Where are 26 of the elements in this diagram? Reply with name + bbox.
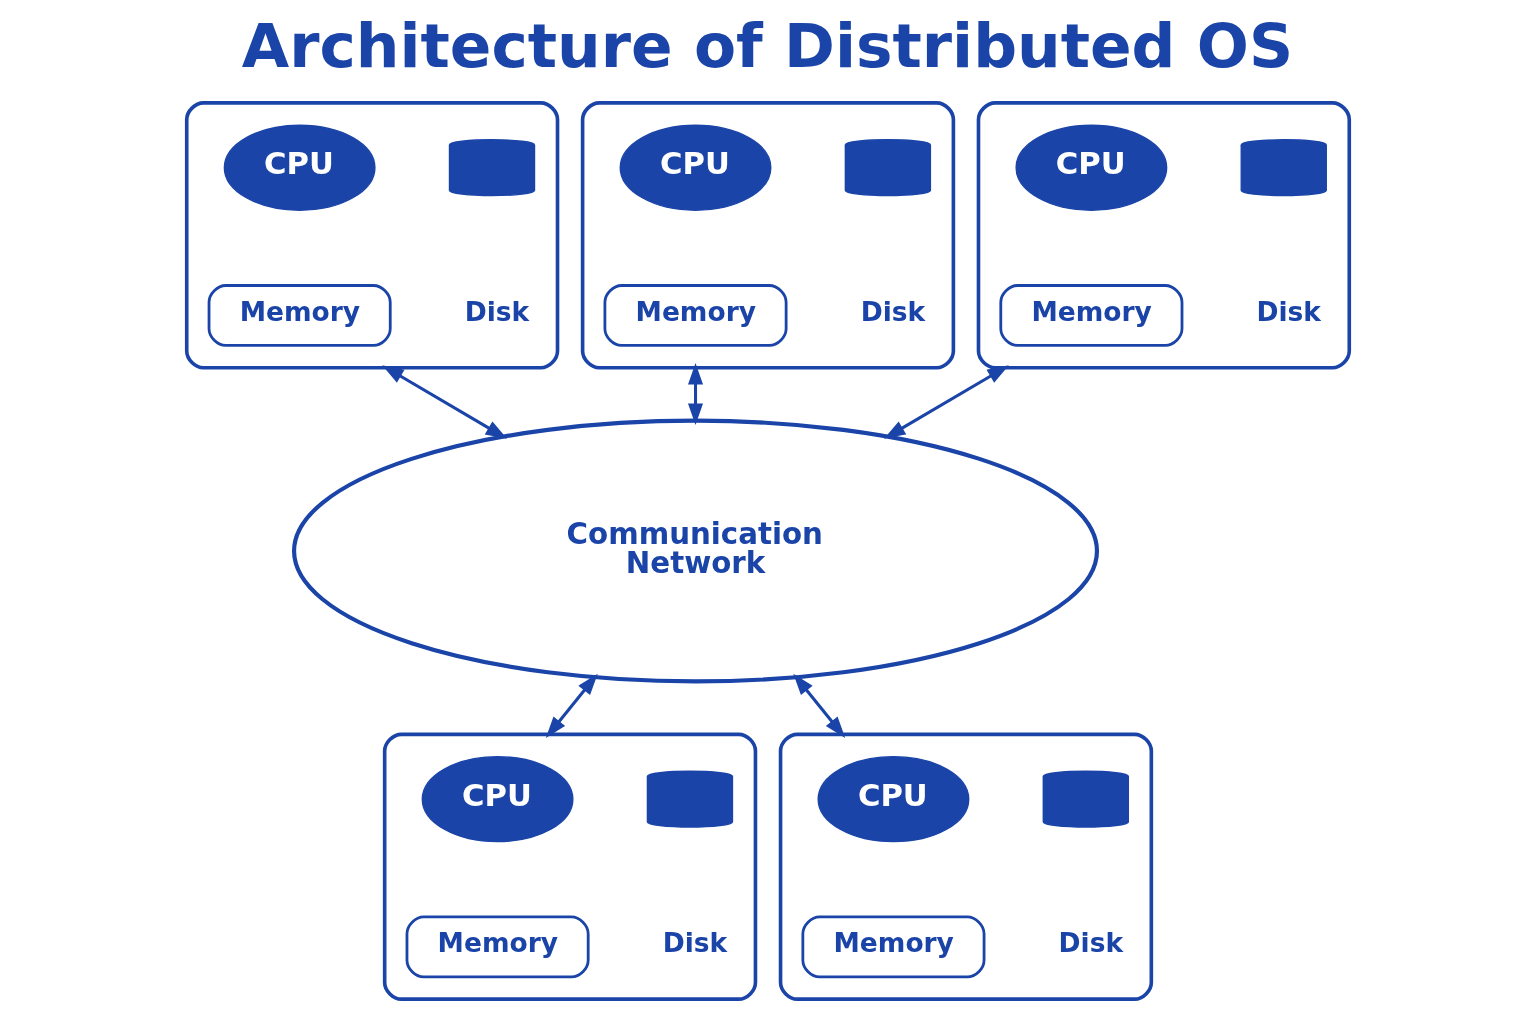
arrow xyxy=(793,673,846,738)
cluster xyxy=(184,101,560,370)
node-label: Disk xyxy=(860,295,926,327)
node-label: Disk xyxy=(662,927,728,959)
node-label: Disk xyxy=(464,295,530,327)
arrow xyxy=(382,365,508,439)
node-box: Memory xyxy=(801,915,986,979)
node-box: Memory xyxy=(999,284,1184,347)
node-ellipse: CPU xyxy=(223,124,376,211)
arrow xyxy=(883,365,1009,439)
node-ellipse: CPU xyxy=(817,755,970,843)
node-ellipse: CPU xyxy=(421,755,574,843)
node-ellipse: CPU xyxy=(619,124,772,211)
arrow xyxy=(545,673,598,738)
diagram-title: Architecture of Distributed OS xyxy=(241,9,1294,81)
cluster xyxy=(580,101,956,370)
arrow xyxy=(688,363,704,425)
node-label: Disk xyxy=(1256,295,1321,327)
node-label: Disk xyxy=(1058,927,1124,959)
cluster xyxy=(976,101,1352,370)
node-box: Memory xyxy=(207,284,392,347)
node-box: Memory xyxy=(603,284,788,347)
cluster xyxy=(778,732,1154,1001)
node-ellipse: CPU xyxy=(1015,124,1168,211)
cluster xyxy=(382,732,758,1001)
node-box: Memory xyxy=(405,915,590,979)
